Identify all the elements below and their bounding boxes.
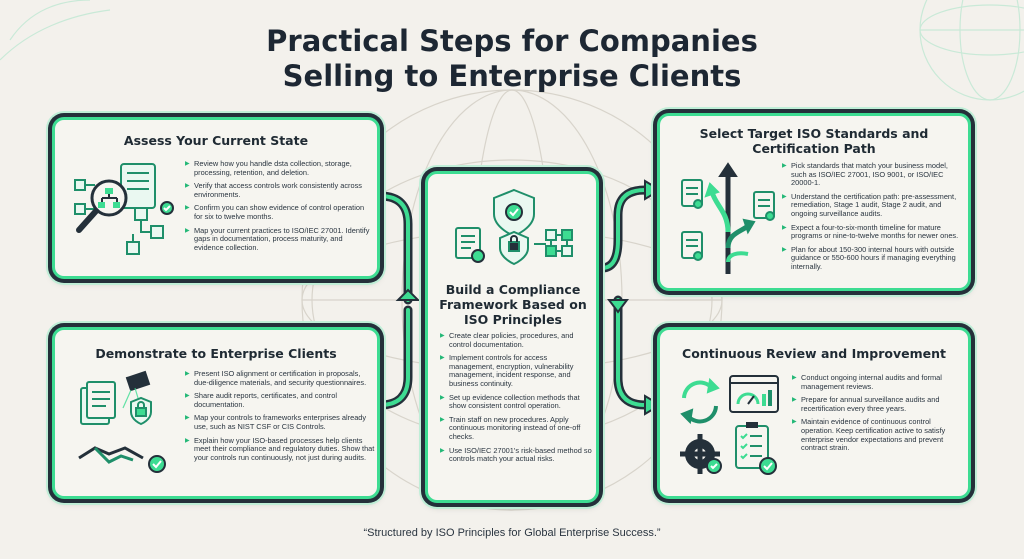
select-title: Select Target ISO Standards and Certific… (699, 126, 929, 156)
list-item: Maintain evidence of continuous control … (792, 418, 964, 452)
list-item: Explain how your ISO-based processes hel… (185, 436, 375, 463)
list-item: Understand the certification path: pre-a… (782, 192, 964, 219)
select-list: Pick standards that match your business … (782, 161, 964, 277)
list-item: Present ISO alignment or certification i… (185, 369, 375, 387)
footer-quote: “Structured by ISO Principles for Global… (363, 527, 661, 539)
list-item: Map your current practices to ISO/IEC 27… (185, 226, 373, 253)
certificates-arrows-icon (681, 162, 775, 274)
demonstrate-card: Demonstrate to Enterprise Clients Presen… (52, 327, 380, 499)
cycle-dashboard-checklist-icon (680, 375, 779, 475)
demonstrate-list: Present ISO alignment or certification i… (185, 369, 375, 467)
review-card: Continuous Review and Improvement (657, 327, 971, 499)
list-item: Set up evidence collection methods that … (440, 393, 592, 411)
documents-handshake-icon (78, 370, 166, 473)
list-item: Review how you handle dsta collection, s… (185, 159, 373, 177)
list-item: Expect a four-to-six-month timeline for … (782, 223, 964, 241)
list-item: Train staff on new procedures. Apply con… (440, 415, 592, 442)
page-title: Practical Steps for Companies Selling to… (0, 24, 1024, 94)
select-card: Select Target ISO Standards and Certific… (657, 113, 971, 291)
review-title: Continuous Review and Improvement (682, 346, 946, 361)
shield-lock-network-icon (455, 188, 573, 266)
assess-list: Review how you handle dsta collection, s… (185, 159, 373, 257)
list-item: Create clear policies, procedures, and c… (440, 331, 592, 349)
list-item: Pick standards that match your business … (782, 161, 964, 188)
list-item: Plan for about 150-300 internal hours wi… (782, 245, 964, 272)
list-item: Confirm you can show evidence of control… (185, 204, 373, 221)
list-item: Map your controls to frameworks enterpri… (185, 414, 375, 431)
list-item: Implement controls for access management… (440, 353, 592, 388)
build-list: Create clear policies, procedures, and c… (440, 331, 592, 469)
list-item: Verify that access controls work consist… (185, 181, 373, 199)
build-title: Build a Compliance Framework Based on IS… (439, 282, 587, 327)
review-list: Conduct ongoing internal audits and form… (792, 373, 964, 458)
assess-title: Assess Your Current State (123, 133, 309, 148)
list-item: Use ISO/IEC 27001's risk-based method so… (440, 446, 592, 464)
assess-card: Assess Your Current State Review how you… (52, 117, 380, 279)
title-line-2: Selling to Enterprise Clients (282, 59, 742, 93)
build-card: Build a Compliance Framework Based on IS… (425, 171, 599, 503)
title-line-1: Practical Steps for Companies (266, 24, 758, 58)
demonstrate-title: Demonstrate to Enterprise Clients (95, 346, 337, 361)
list-item: Conduct ongoing internal audits and form… (792, 373, 964, 391)
magnifier-flowchart-icon (74, 163, 174, 255)
list-item: Share audit reports, certificates, and c… (185, 391, 375, 409)
list-item: Prepare for annual surveillance audits a… (792, 395, 964, 413)
